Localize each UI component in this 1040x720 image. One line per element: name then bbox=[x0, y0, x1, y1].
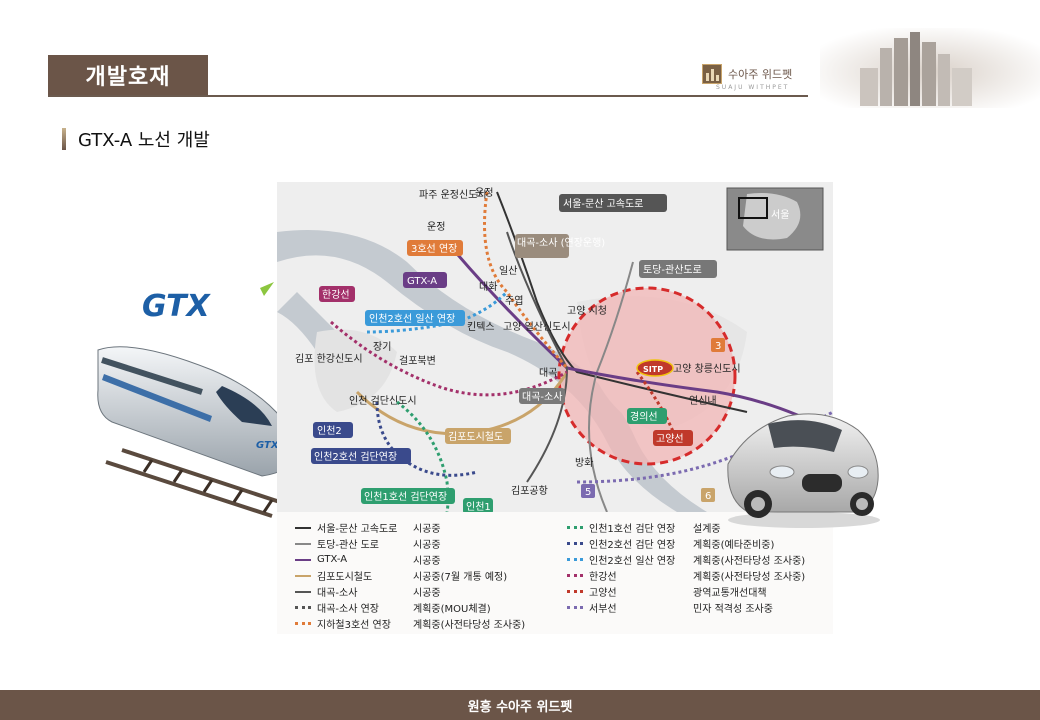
svg-text:운정: 운정 bbox=[427, 221, 445, 233]
svg-text:인천2호선 검단연장: 인천2호선 검단연장 bbox=[314, 451, 397, 463]
svg-text:서울-문산 고속도로: 서울-문산 고속도로 bbox=[563, 198, 643, 210]
map-label-3: 3 bbox=[711, 338, 725, 352]
section-marker bbox=[62, 128, 66, 150]
svg-text:고양선: 고양선 bbox=[656, 433, 684, 445]
map-label-5: 5 bbox=[581, 484, 595, 498]
train-image: GTX bbox=[97, 346, 301, 518]
section-title: GTX-A 노선 개발 bbox=[78, 130, 210, 151]
gtx-logo: GTX bbox=[142, 282, 274, 324]
svg-text:고양 시청: 고양 시청 bbox=[567, 305, 607, 317]
map-label-daegok-sosa-ext: 대곡-소사 (연장운행) bbox=[515, 234, 605, 258]
gtx-logo-text: GTX bbox=[142, 289, 212, 324]
svg-text:인천 검단신도시: 인천 검단신도시 bbox=[349, 395, 417, 407]
svg-text:한강선: 한강선 bbox=[322, 289, 350, 301]
map-label-gimpo: 김포도시철도 bbox=[445, 428, 511, 444]
map-label-incheon2: 인천2 bbox=[313, 422, 353, 438]
svg-text:인천1호선 검단연장: 인천1호선 검단연장 bbox=[364, 491, 447, 503]
svg-text:킨텍스: 킨텍스 bbox=[467, 321, 495, 333]
svg-text:5: 5 bbox=[585, 487, 591, 498]
brand-subtitle: SUAJU WITHPET bbox=[716, 84, 790, 91]
svg-text:대화: 대화 bbox=[479, 281, 497, 293]
svg-text:고양 창릉신도시: 고양 창릉신도시 bbox=[673, 363, 741, 375]
svg-text:김포도시철도: 김포도시철도 bbox=[448, 431, 503, 443]
map-highway-todang: 토당-관산도로 bbox=[639, 260, 717, 278]
brand-logo: 수아주 위드펫 bbox=[702, 64, 792, 84]
svg-text:운정: 운정 bbox=[475, 187, 493, 199]
footer-bar: 원흥 수아주 위드펫 bbox=[0, 690, 1040, 720]
svg-text:인천2: 인천2 bbox=[317, 425, 342, 437]
svg-text:SITP: SITP bbox=[643, 365, 663, 374]
svg-text:경의선: 경의선 bbox=[630, 410, 658, 423]
building-image bbox=[820, 28, 1040, 108]
map-label-incheon2-ilsan: 인천2호선 일산 연장 bbox=[365, 310, 465, 326]
map-label-line3: 3호선 연장 bbox=[407, 240, 463, 256]
map-label-gyeongui: 경의선 bbox=[627, 408, 667, 424]
map-label-incheon1-geomdan: 인천1호선 검단연장 bbox=[361, 488, 455, 504]
footer-text: 원흥 수아주 위드펫 bbox=[467, 699, 573, 715]
svg-text:6: 6 bbox=[705, 491, 711, 502]
map-label-daegok-sosa: 대곡-소사 bbox=[519, 388, 565, 404]
map-label-hangang: 한강선 bbox=[319, 286, 355, 302]
svg-text:인천2호선 일산 연장: 인천2호선 일산 연장 bbox=[369, 313, 455, 325]
page-title: 개발호재 bbox=[48, 55, 208, 95]
svg-text:주엽: 주엽 bbox=[505, 295, 523, 307]
gtx-logo-swoosh-icon bbox=[260, 282, 274, 296]
svg-text:3호선 연장: 3호선 연장 bbox=[411, 243, 457, 255]
map-label-incheon1: 인천1 bbox=[463, 498, 493, 514]
svg-text:장기: 장기 bbox=[373, 341, 391, 353]
map-label-incheon2-geomdan: 인천2호선 검단연장 bbox=[311, 448, 411, 464]
brand-name: 수아주 위드펫 bbox=[728, 68, 793, 81]
route-map: 3호선 연장 GTX-A 한강선 인천2호선 일산 연장 대곡-소사 (연장운행… bbox=[277, 182, 833, 514]
train-gtx-label: GTX bbox=[256, 440, 280, 451]
map-inset: 서울 bbox=[726, 187, 824, 251]
map-label-gtx: GTX-A bbox=[403, 272, 447, 288]
header-divider bbox=[48, 95, 808, 97]
svg-text:연신내: 연신내 bbox=[689, 395, 717, 407]
sitp-marker: SITP bbox=[636, 359, 674, 377]
map-label-6: 6 bbox=[701, 488, 715, 502]
svg-text:토당-관산도로: 토당-관산도로 bbox=[643, 264, 702, 276]
section-heading: GTX-A 노선 개발 bbox=[62, 126, 210, 152]
svg-text:파주 운정신도시: 파주 운정신도시 bbox=[419, 189, 487, 201]
map-label-goyang: 고양선 bbox=[653, 430, 693, 446]
svg-text:대곡: 대곡 bbox=[539, 367, 557, 379]
brand-mark-icon bbox=[702, 64, 722, 84]
car-image bbox=[727, 413, 880, 528]
svg-text:대곡-소사 (연장운행): 대곡-소사 (연장운행) bbox=[517, 237, 605, 249]
svg-text:김포공항: 김포공항 bbox=[511, 485, 548, 497]
svg-text:걸포북변: 걸포북변 bbox=[399, 354, 436, 367]
map-place-labels: 파주 운정신도시 운정 운정 일산 대화 주엽 킨텍스 고양 일산신도시 고양 … bbox=[295, 187, 741, 497]
svg-text:고양 일산신도시: 고양 일산신도시 bbox=[503, 321, 571, 333]
svg-text:3: 3 bbox=[715, 341, 721, 352]
svg-text:김포 한강신도시: 김포 한강신도시 bbox=[295, 353, 363, 365]
svg-text:방화: 방화 bbox=[575, 457, 593, 469]
svg-text:인천1: 인천1 bbox=[466, 501, 491, 513]
svg-text:GTX-A: GTX-A bbox=[407, 276, 437, 287]
svg-text:대곡-소사: 대곡-소사 bbox=[522, 391, 562, 403]
svg-text:일산: 일산 bbox=[499, 265, 517, 277]
svg-text:서울: 서울 bbox=[771, 209, 789, 221]
map-highway-seoul-munsan: 서울-문산 고속도로 bbox=[559, 194, 667, 212]
